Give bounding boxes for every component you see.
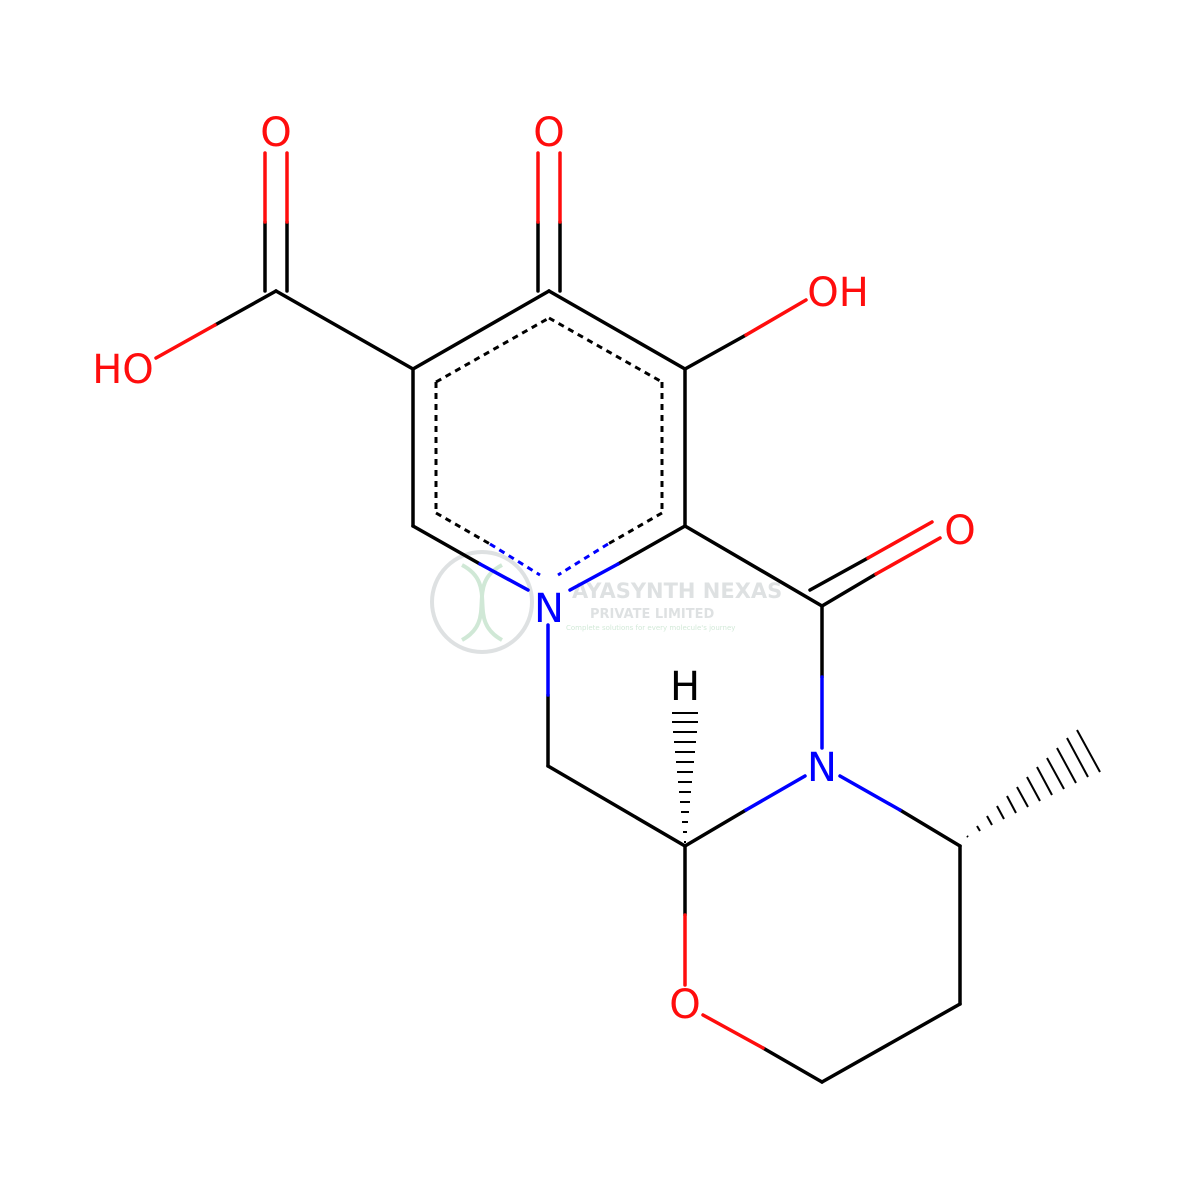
aromatic-ring-dashes [434,316,664,546]
bond [820,1002,962,1084]
atom-labels: O O HO OH O N H N O [92,110,976,1028]
bond [607,511,663,546]
bond [489,542,541,577]
watermark-company: AYASYNTH NEXAS [572,579,782,603]
bond [761,1046,824,1084]
bond [683,808,748,848]
bond [1006,795,1017,814]
atom-oh-acid: HO [92,347,154,393]
bond [1076,729,1101,773]
bond [683,333,748,371]
bond [616,524,687,566]
atom-o-ketone: O [533,110,564,156]
bond [547,289,687,371]
bond [557,542,609,577]
atom-h-stereo: H [670,664,700,710]
bond [808,556,870,592]
bond [820,572,878,608]
atom-o-oxazinane: O [669,982,700,1028]
oxygen-bonds [154,151,942,1050]
bond [1066,737,1089,778]
bond [701,1013,765,1050]
bond [966,835,969,838]
watermark-subtitle: PRIVATE LIMITED [590,607,715,622]
bond [548,316,663,384]
bond [866,520,934,560]
dna-icon [460,563,504,642]
bond [213,289,278,327]
bond [838,774,902,812]
bond [1056,747,1077,784]
bond [986,815,993,826]
bond [568,562,620,592]
bond [478,562,530,592]
atom-o-amide: O [944,508,975,554]
bond [1016,786,1029,808]
bond [874,536,942,576]
bond [1026,776,1041,802]
aromatic-ring-dashes-n [489,542,609,577]
watermark-tagline: Complete solutions for every molecule's … [566,624,735,632]
bond [435,316,550,384]
watermark: AYASYNTH NEXAS PRIVATE LIMITED Complete … [430,550,782,654]
bond [1036,766,1053,796]
atom-n-amide: N [807,745,837,791]
atom-oh-ring: OH [807,270,869,316]
bond [411,524,482,566]
bond [154,323,217,360]
watermark-logo-ring [430,550,534,654]
bond [683,524,824,608]
methyl-hash-bonds [966,729,1101,838]
bond [546,764,687,848]
bond [744,298,808,337]
atom-o-acid-carbonyl: O [260,110,291,156]
bond [411,289,551,371]
bond [1046,757,1065,790]
stereo-hash-bonds [672,712,698,843]
bond [976,825,981,832]
bond [274,289,415,371]
bond [744,774,807,812]
carbon-bonds [213,220,962,1084]
bond [996,805,1005,820]
nitrogen-bonds [478,562,902,812]
bond [898,808,962,848]
atom-n-ring: N [534,586,564,632]
bond [435,511,491,546]
